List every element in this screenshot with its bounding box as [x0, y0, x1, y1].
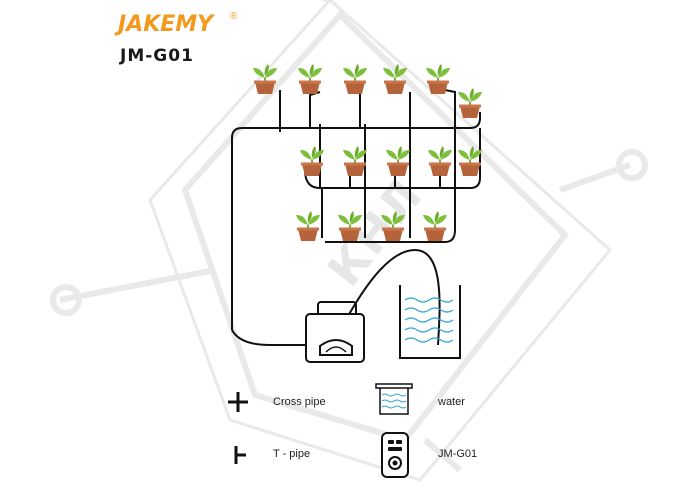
potted-plant-icon [295, 210, 321, 242]
potted-plant-icon [457, 145, 483, 177]
model-title: JM-G01 [120, 46, 194, 66]
potted-plant-icon [342, 145, 368, 177]
potted-plant-icon [342, 63, 368, 95]
registered-mark: ® [230, 11, 238, 22]
potted-plant-icon [380, 210, 406, 242]
water-container-icon [375, 383, 413, 415]
legend-water-label: water [438, 396, 465, 408]
pipe-connectors [276, 124, 459, 192]
potted-plant-icon [252, 63, 278, 95]
potted-plant-icon [422, 210, 448, 242]
pump-device [305, 301, 365, 363]
legend-device-label: JM-G01 [438, 448, 478, 460]
potted-plant-icon [385, 145, 411, 177]
potted-plant-icon [297, 63, 323, 95]
legend-t-pipe-label: T - pipe [273, 448, 311, 460]
brand-logo: JAKEMY ® [118, 11, 248, 37]
jm-g01-device-icon [381, 432, 409, 478]
plant-row-bottom [295, 210, 448, 242]
potted-plant-icon [337, 210, 363, 242]
water-container [399, 285, 461, 359]
potted-plant-icon [457, 87, 483, 119]
cross-pipe-icon [228, 392, 248, 412]
potted-plant-icon [382, 63, 408, 95]
t-pipe-icon [234, 446, 246, 464]
legend-cross-pipe-label: Cross pipe [273, 396, 326, 408]
potted-plant-icon [427, 145, 453, 177]
brand-name: JAKEMY [118, 12, 214, 37]
pipe-network [231, 89, 481, 351]
